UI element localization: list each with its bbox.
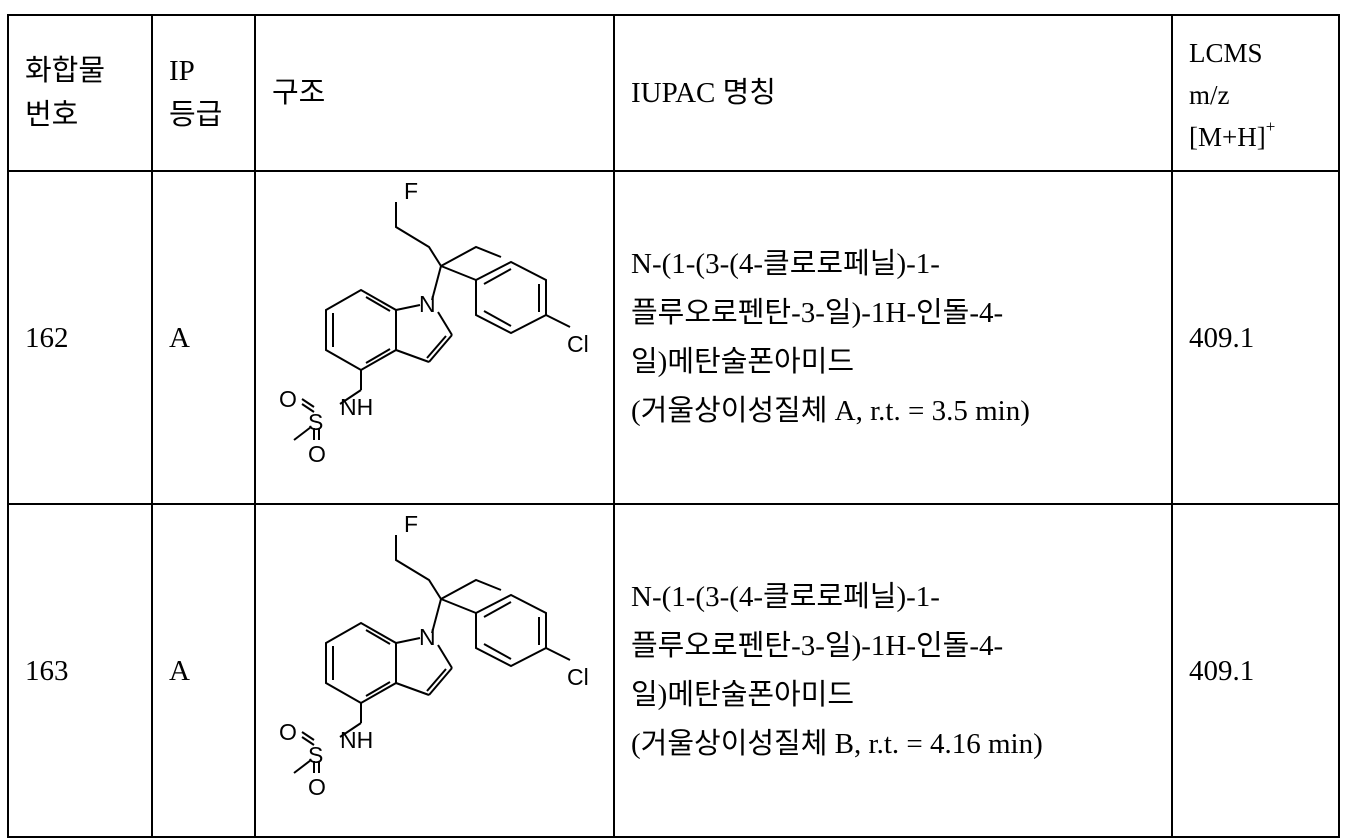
nitrogen-label: N	[419, 291, 436, 317]
table-row: 163 A	[8, 504, 1339, 837]
nh-label: NH	[340, 394, 373, 420]
header-lcms-line2: m/z	[1189, 80, 1230, 110]
oxygen-label-bottom: O	[308, 441, 326, 467]
header-ip-line1: IP	[169, 55, 195, 87]
sulfur-label: S	[308, 742, 323, 768]
iupac-name: N-(1-(3-(4-클로로페닐)-1- 플루오로펜탄-3-일)-1H-인돌-4…	[614, 171, 1172, 504]
sulfur-label: S	[308, 409, 323, 435]
oxygen-label-bottom: O	[308, 774, 326, 800]
oxygen-label-top: O	[279, 719, 297, 745]
iupac-line: (거울상이성질체 A, r.t. = 3.5 min)	[631, 387, 1155, 436]
header-ip-line2: 등급	[169, 99, 222, 131]
iupac-line: 일)메탄술폰아미드	[631, 338, 1155, 387]
header-compound-no: 화합물 번호	[8, 15, 152, 171]
header-compound-no-line1: 화합물	[25, 55, 105, 87]
compound-number: 162	[8, 171, 152, 504]
iupac-line: N-(1-(3-(4-클로로페닐)-1-	[631, 573, 1155, 622]
lcms-value: 409.1	[1172, 504, 1339, 837]
compound-table: 화합물 번호 IP 등급 구조 IUPAC 명칭 LCMS m/z [M+H]+…	[7, 14, 1340, 838]
chemical-structure: F N Cl NH S O O	[256, 505, 613, 823]
nh-label: NH	[340, 727, 373, 753]
header-lcms-line1: LCMS	[1189, 38, 1263, 68]
header-compound-no-line2: 번호	[25, 99, 78, 131]
header-ip-grade: IP 등급	[152, 15, 255, 171]
header-lcms: LCMS m/z [M+H]+	[1172, 15, 1339, 171]
header-iupac: IUPAC 명칭	[614, 15, 1172, 171]
nitrogen-label: N	[419, 624, 436, 650]
structure-cell: F N Cl NH S O O	[255, 171, 614, 504]
header-lcms-line3: [M+H]	[1189, 122, 1266, 152]
chemical-structure: F N Cl NH S O O	[256, 172, 613, 490]
ip-grade: A	[152, 504, 255, 837]
header-lcms-sup: +	[1266, 117, 1276, 136]
fluorine-label: F	[404, 178, 418, 204]
table-row: 162 A	[8, 171, 1339, 504]
header-row: 화합물 번호 IP 등급 구조 IUPAC 명칭 LCMS m/z [M+H]+	[8, 15, 1339, 171]
compound-number: 163	[8, 504, 152, 837]
lcms-value: 409.1	[1172, 171, 1339, 504]
iupac-line: (거울상이성질체 B, r.t. = 4.16 min)	[631, 720, 1155, 769]
chlorine-label: Cl	[567, 331, 589, 357]
iupac-line: N-(1-(3-(4-클로로페닐)-1-	[631, 240, 1155, 289]
structure-cell: F N Cl NH S O O	[255, 504, 614, 837]
iupac-line: 플루오로펜탄-3-일)-1H-인돌-4-	[631, 622, 1155, 671]
fluorine-label: F	[404, 511, 418, 537]
iupac-line: 플루오로펜탄-3-일)-1H-인돌-4-	[631, 289, 1155, 338]
oxygen-label-top: O	[279, 386, 297, 412]
iupac-line: 일)메탄술폰아미드	[631, 671, 1155, 720]
header-structure: 구조	[255, 15, 614, 171]
ip-grade: A	[152, 171, 255, 504]
chlorine-label: Cl	[567, 664, 589, 690]
iupac-name: N-(1-(3-(4-클로로페닐)-1- 플루오로펜탄-3-일)-1H-인돌-4…	[614, 504, 1172, 837]
